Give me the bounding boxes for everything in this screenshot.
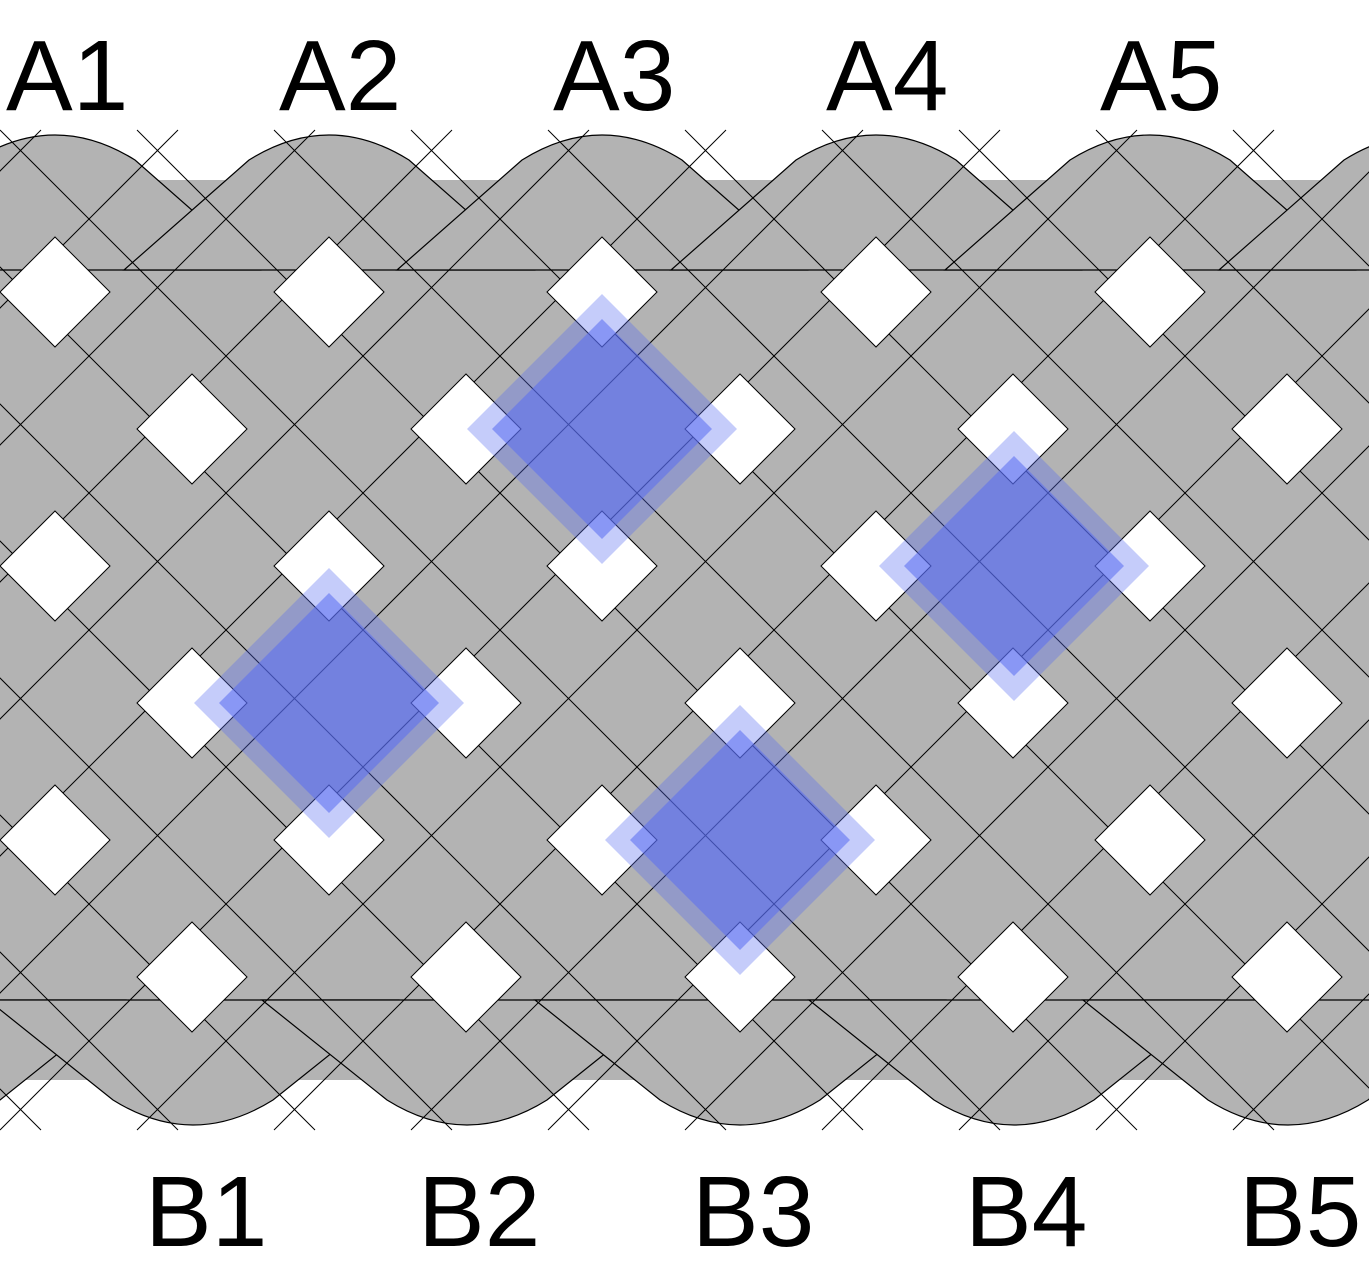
strand-edge-descending	[0, 677, 453, 1131]
bottom-label-b3: B3	[692, 1156, 815, 1268]
bottom-label-b1: B1	[145, 1156, 268, 1268]
braid-gap	[1231, 647, 1343, 759]
bottom-label-b4: B4	[965, 1156, 1088, 1268]
strand-arch-bottom	[807, 999, 1221, 1126]
top-label-a2: A2	[279, 20, 402, 132]
braid-gap	[684, 921, 796, 1033]
strand-edge-ascending	[0, 129, 590, 720]
bottom-label-b2: B2	[418, 1156, 541, 1268]
bottom-label-b5: B5	[1239, 1156, 1362, 1268]
braid-gap	[546, 784, 658, 896]
strand-edge-descending	[0, 951, 179, 1131]
strand-arch-bottom	[1081, 999, 1369, 1126]
strand-edge-ascending	[410, 171, 1369, 1131]
braid-gap	[1094, 784, 1206, 896]
braid-gap	[957, 647, 1069, 759]
braid-gap	[820, 236, 932, 348]
top-label-a3: A3	[553, 20, 676, 132]
strand-arch-top	[395, 134, 809, 271]
braid-gap	[1094, 236, 1206, 348]
braid-gap	[410, 373, 522, 485]
braid-gap	[136, 921, 248, 1033]
strand-edge-descending	[0, 814, 316, 1131]
braid-gap	[820, 510, 932, 622]
highlight-diamond	[904, 456, 1124, 676]
highlight-diamond	[492, 319, 712, 539]
strand-arch-top	[1217, 146, 1369, 271]
strand-edge-ascending	[958, 719, 1369, 1131]
braid-gap	[546, 510, 658, 622]
top-label-a4: A4	[826, 20, 949, 132]
braid-gap	[684, 373, 796, 485]
highlight-diamond-outer	[467, 294, 737, 564]
strand-arch-top	[122, 134, 536, 271]
highlight-diamond	[630, 730, 850, 950]
highlight-diamond-outer	[879, 431, 1149, 701]
highlight-diamond-outer	[194, 568, 464, 838]
strand-arch-top	[943, 134, 1357, 271]
braid-gap	[273, 784, 385, 896]
highlight-diamond-outer	[605, 705, 875, 975]
top-label-a1: A1	[6, 20, 129, 132]
strand-arch-bottom	[533, 999, 947, 1126]
braid-gaps	[0, 236, 1343, 1033]
strand-edge-descending	[1095, 129, 1369, 404]
strand-edge-ascending	[684, 445, 1369, 1131]
highlight-layer	[194, 294, 1149, 975]
strand-edge-ascending	[136, 129, 1138, 1131]
braid-gap	[1231, 373, 1343, 485]
braid-gap	[410, 647, 522, 759]
braid-gap	[136, 373, 248, 485]
strand-arch-top	[669, 134, 1083, 271]
braid-gap	[410, 921, 522, 1033]
strand-arch-bottom	[0, 999, 400, 1126]
top-label-a5: A5	[1100, 20, 1223, 132]
braid-gap	[1094, 510, 1206, 622]
braid-gap	[0, 784, 111, 896]
braid-gap	[273, 236, 385, 348]
braid-gap	[820, 784, 932, 896]
braid-gap	[957, 921, 1069, 1033]
braid-gap	[136, 647, 248, 759]
highlight-diamond	[219, 593, 439, 813]
braid-gap	[1231, 921, 1343, 1033]
strand-arch-bottom	[260, 999, 674, 1126]
braid-gap	[0, 510, 111, 622]
braid-gap	[0, 236, 111, 348]
strand-edge-ascending	[0, 129, 316, 446]
